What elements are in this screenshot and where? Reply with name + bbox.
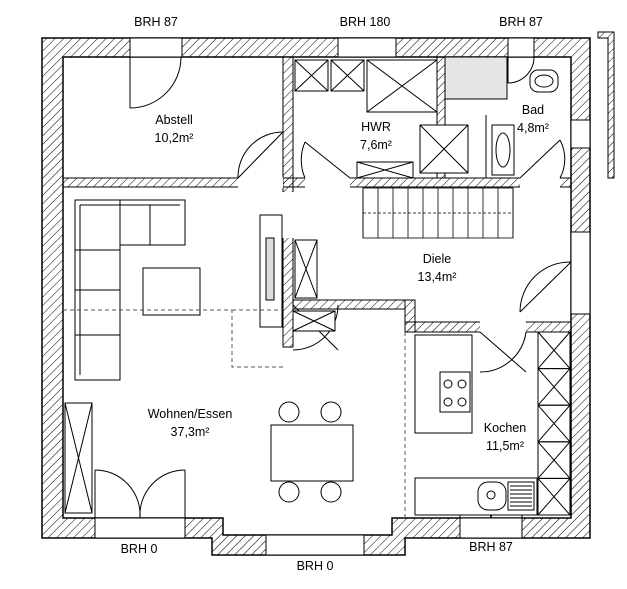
brh-top-center: BRH 180 bbox=[340, 15, 391, 29]
exterior-fragment bbox=[597, 31, 615, 179]
staircase bbox=[362, 187, 514, 239]
unit-cross bbox=[537, 441, 571, 479]
room-area-wohnen: 37,3m² bbox=[171, 425, 210, 439]
room-area-kochen: 11,5m² bbox=[486, 439, 524, 453]
brh-top-right: BRH 87 bbox=[499, 15, 543, 29]
chair bbox=[278, 401, 300, 423]
doors bbox=[94, 56, 572, 519]
kitchen-tall-unit bbox=[537, 477, 571, 516]
bathroom-fixtures bbox=[444, 56, 559, 178]
unit-cross bbox=[537, 368, 571, 406]
window-bottom-right bbox=[459, 517, 523, 539]
room-area-bad: 4,8m² bbox=[517, 121, 549, 135]
chair bbox=[320, 401, 342, 423]
chair bbox=[320, 481, 342, 503]
window-top-center bbox=[337, 37, 397, 58]
window-top-left bbox=[129, 37, 183, 58]
diele-cabinets bbox=[292, 239, 336, 332]
window-bottom-left bbox=[94, 517, 186, 539]
window-right-bad bbox=[570, 119, 591, 149]
brh-bottom-center: BRH 0 bbox=[297, 559, 334, 573]
room-area-hwr: 7,6m² bbox=[360, 138, 392, 152]
unit-cross bbox=[537, 331, 571, 369]
room-name-kochen: Kochen bbox=[484, 421, 526, 435]
room-name-hwr: HWR bbox=[361, 120, 391, 134]
window-top-right bbox=[507, 37, 535, 58]
unit-cross bbox=[537, 404, 571, 443]
room-name-diele: Diele bbox=[423, 252, 452, 266]
unit-cross bbox=[537, 478, 571, 516]
brh-bottom-right: BRH 87 bbox=[469, 540, 513, 554]
chair bbox=[278, 481, 300, 503]
room-area-diele: 13,4m² bbox=[418, 270, 457, 284]
hwr-appliances bbox=[294, 59, 469, 179]
brh-top-left: BRH 87 bbox=[134, 15, 178, 29]
room-area-abstell: 10,2m² bbox=[155, 131, 194, 145]
living-furniture bbox=[64, 199, 354, 514]
entrance-door-right bbox=[570, 231, 591, 315]
dashed-lines bbox=[63, 309, 406, 518]
window-bottom-center bbox=[265, 534, 365, 556]
brh-bottom-left: BRH 0 bbox=[121, 542, 158, 556]
room-name-bad: Bad bbox=[522, 103, 544, 117]
room-name-wohnen: Wohnen/Essen bbox=[148, 407, 233, 421]
kitchen-units bbox=[414, 331, 571, 516]
room-name-abstell: Abstell bbox=[155, 113, 193, 127]
